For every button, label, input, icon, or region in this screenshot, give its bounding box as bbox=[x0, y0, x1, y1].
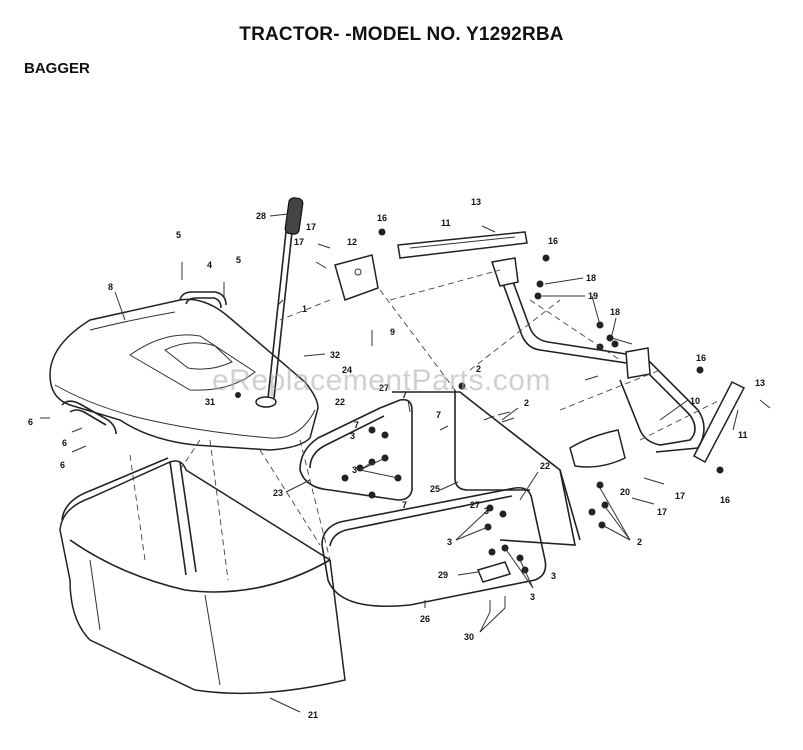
callout-5: 5 bbox=[176, 230, 181, 240]
callout-7: 7 bbox=[402, 390, 407, 400]
callout-18: 18 bbox=[610, 307, 620, 317]
callout-10: 10 bbox=[690, 396, 700, 406]
callout-13: 13 bbox=[471, 197, 481, 207]
callout-24: 24 bbox=[342, 365, 352, 375]
callout-11: 11 bbox=[738, 430, 748, 440]
callout-17: 17 bbox=[294, 237, 304, 247]
callout-3: 3 bbox=[484, 506, 489, 516]
callout-7: 7 bbox=[354, 420, 359, 430]
hardware-fasteners bbox=[40, 225, 771, 612]
top-bar-part-11 bbox=[397, 231, 528, 259]
callout-25: 25 bbox=[430, 484, 440, 494]
callout-27: 27 bbox=[379, 383, 389, 393]
callout-16: 16 bbox=[696, 353, 706, 363]
callout-3: 3 bbox=[551, 571, 556, 581]
section-label: BAGGER bbox=[24, 60, 90, 77]
bag-frame-part-26 bbox=[321, 486, 547, 608]
callout-7: 7 bbox=[402, 500, 407, 510]
bag-frame-part-23 bbox=[299, 398, 413, 501]
callout-16: 16 bbox=[720, 495, 730, 505]
callout-23: 23 bbox=[273, 488, 283, 498]
callout-2: 2 bbox=[524, 398, 529, 408]
callout-leader-lines bbox=[114, 213, 739, 713]
bag-part-21 bbox=[59, 457, 346, 695]
callout-2: 2 bbox=[476, 364, 481, 374]
callout-22: 22 bbox=[540, 461, 550, 471]
callout-5: 5 bbox=[236, 255, 241, 265]
callout-6: 6 bbox=[28, 417, 33, 427]
callout-3: 3 bbox=[530, 592, 535, 602]
callout-13: 13 bbox=[755, 378, 765, 388]
callout-17: 17 bbox=[657, 507, 667, 517]
callout-12: 12 bbox=[347, 237, 357, 247]
callout-20: 20 bbox=[620, 487, 630, 497]
callout-19: 19 bbox=[588, 291, 598, 301]
callout-6: 6 bbox=[62, 438, 67, 448]
callout-4: 4 bbox=[207, 260, 212, 270]
callout-7: 7 bbox=[436, 410, 441, 420]
callout-2: 2 bbox=[637, 537, 642, 547]
plate-part-29 bbox=[476, 561, 512, 583]
side-handle bbox=[61, 400, 117, 435]
callout-17: 17 bbox=[675, 491, 685, 501]
callout-27: 27 bbox=[470, 500, 480, 510]
callout-6: 6 bbox=[60, 460, 65, 470]
bag-frame-part-25 bbox=[392, 390, 581, 546]
callout-16: 16 bbox=[377, 213, 387, 223]
callout-21: 21 bbox=[308, 710, 318, 720]
callout-26: 26 bbox=[420, 614, 430, 624]
callout-29: 29 bbox=[438, 570, 448, 580]
handle-part-4 bbox=[179, 291, 227, 309]
callout-18: 18 bbox=[586, 273, 596, 283]
callout-28: 28 bbox=[256, 211, 266, 221]
callout-22: 22 bbox=[335, 397, 345, 407]
assembly-guide-lines bbox=[129, 269, 721, 581]
callout-3: 3 bbox=[350, 431, 355, 441]
dump-lever-part-1 bbox=[255, 197, 304, 408]
page-title: TRACTOR- -MODEL NO. Y1292RBA bbox=[239, 24, 564, 45]
callout-9: 9 bbox=[390, 327, 395, 337]
bracket-part-12 bbox=[334, 254, 379, 301]
callout-1: 1 bbox=[302, 304, 307, 314]
callout-31: 31 bbox=[205, 397, 215, 407]
callout-labels: 28 5 4 5 8 1 17 16 12 17 11 13 16 18 19 … bbox=[28, 197, 765, 720]
bracket-part-20 bbox=[569, 429, 626, 468]
support-frame-part-10 bbox=[491, 257, 705, 453]
callout-16: 16 bbox=[548, 236, 558, 246]
callout-30: 30 bbox=[464, 632, 474, 642]
bagger-cover-part-8 bbox=[49, 298, 319, 451]
watermark-text: eReplacementParts.com bbox=[212, 364, 551, 397]
callout-3: 3 bbox=[447, 537, 452, 547]
callout-32: 32 bbox=[330, 350, 340, 360]
callout-8: 8 bbox=[108, 282, 113, 292]
callout-3: 3 bbox=[352, 465, 357, 475]
side-bar-part-11 bbox=[692, 380, 746, 464]
callout-17: 17 bbox=[306, 222, 316, 232]
callout-11: 11 bbox=[441, 218, 451, 228]
